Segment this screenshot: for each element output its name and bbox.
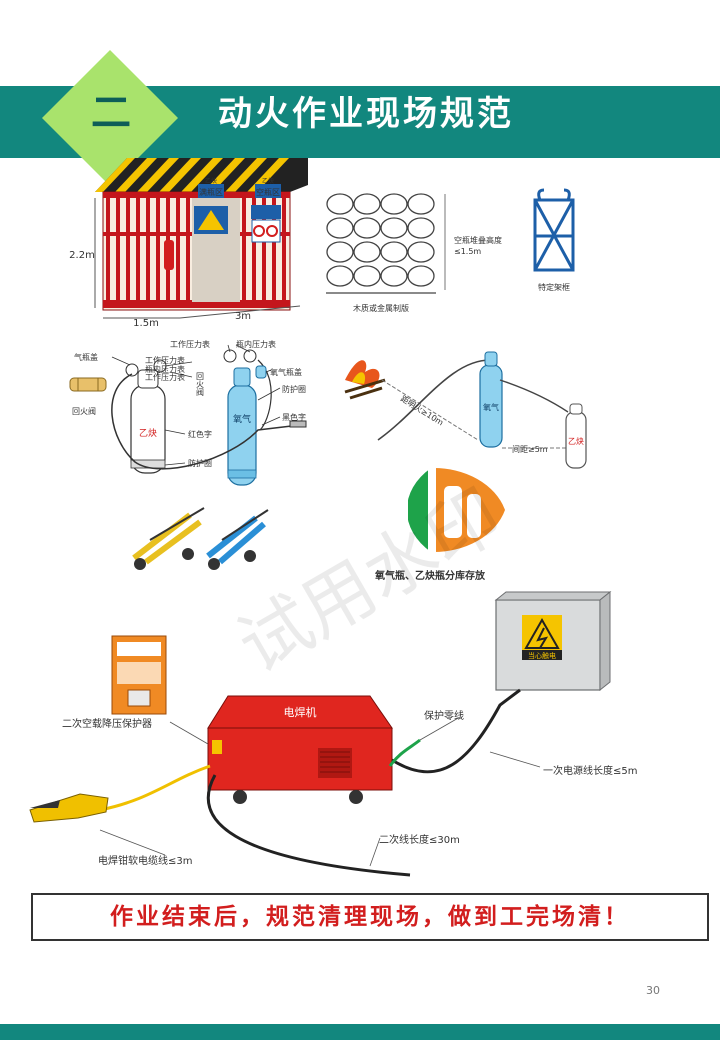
fire-distance-label: 距明火≥10m — [399, 394, 445, 428]
label-oxygen-cap: 氧气瓶盖 — [270, 367, 302, 377]
ground-wire-label: 保护零线 — [424, 709, 464, 722]
section-diamond — [42, 50, 178, 186]
shed-height-dim: 2.2m — [69, 250, 95, 261]
label-flashback-valve-vertical: 回火阀 — [196, 372, 205, 397]
rack-label: 特定架框 — [538, 282, 570, 292]
label-gas-cap: 气瓶盖 — [74, 352, 98, 362]
cylinder-storage-shed: 满瓶区 空瓶区 乙炔 乙炔 2.2m 1.5m 3m — [69, 158, 308, 329]
label-working-gauge-1: 工作压力表 — [170, 339, 210, 349]
shed-sign-full-top: 乙炔 — [205, 177, 217, 185]
section-number: 二 — [91, 90, 131, 136]
label-cylinder-gauge-1: 瓶内压力表 — [236, 339, 276, 349]
clamp-cable-label: 电焊钳软电缆线≤3m — [98, 854, 192, 867]
acetylene-mark: 乙炔 — [139, 427, 157, 439]
label-cylinder-gauge-2: 瓶内压力表 — [145, 364, 185, 374]
shed-sign-full: 满瓶区 — [199, 187, 223, 197]
separate-storage-label: 氧气瓶、乙炔瓶分库存放 — [374, 569, 486, 582]
cylinder-distance-label: 间距≥5m — [512, 445, 548, 454]
primary-cable-label: 一次电源线长度≤5m — [543, 764, 637, 777]
stack-height-value: ≤1.5m — [454, 247, 481, 256]
footer-band — [0, 1024, 720, 1040]
secondary-cable-label: 二次线长度≤30m — [379, 833, 460, 846]
protector-label: 二次空载降压保护器 — [62, 717, 152, 730]
label-red-text: 红色字 — [188, 429, 212, 439]
cylinder-rack — [533, 188, 575, 272]
cylinder-trolleys — [132, 507, 269, 570]
welding-machine-label: 电焊机 — [284, 705, 317, 719]
label-working-gauge-2: 工作压力表 — [145, 355, 185, 365]
page-number: 30 — [646, 984, 660, 997]
slogan-box: 作业结束后，规范清理现场，做到工完场清！ — [31, 893, 709, 941]
oxygen-mark: 氧气 — [233, 413, 251, 425]
label-protect-ring-2: 防护圈 — [188, 458, 212, 468]
label-black-text: 黑色字 — [282, 412, 306, 422]
page-title: 动火作业现场规范 — [218, 94, 514, 134]
shed-sign-empty-top: 乙炔 — [262, 177, 274, 185]
separate-storage-icon: 氧气瓶、乙炔瓶分库存放 — [370, 466, 505, 582]
shed-depth-dim: 1.5m — [133, 318, 159, 329]
slogan-text: 作业结束后，规范清理现场，做到工完场清！ — [110, 903, 630, 930]
label-working-gauge-3: 工作压力表 — [145, 372, 185, 382]
stacked-empty-cylinders — [326, 193, 446, 294]
cylinder-parts-diagram: 乙炔 氧气 气瓶盖 工作压力表 工作压 — [69, 339, 307, 486]
label-flashback-valve: 回火阀 — [72, 407, 96, 416]
electric-warning-sign: 当心触电 — [528, 651, 556, 660]
welding-setup: 当心触电 电焊机 二次 — [29, 590, 637, 877]
distance-diagram: 氧气 乙炔 距明火≥10m 间距≥5m — [344, 351, 587, 469]
stack-material-label: 木质或金属制版 — [353, 303, 409, 313]
stack-height-label: 空瓶堆叠高度 — [454, 235, 502, 245]
shed-width-dim: 3m — [235, 311, 251, 322]
svg-text:氧气: 氧气 — [483, 402, 499, 412]
svg-text:乙炔: 乙炔 — [568, 436, 584, 446]
label-protect-ring-1: 防护圈 — [282, 384, 306, 394]
shed-sign-empty: 空瓶区 — [256, 187, 280, 197]
